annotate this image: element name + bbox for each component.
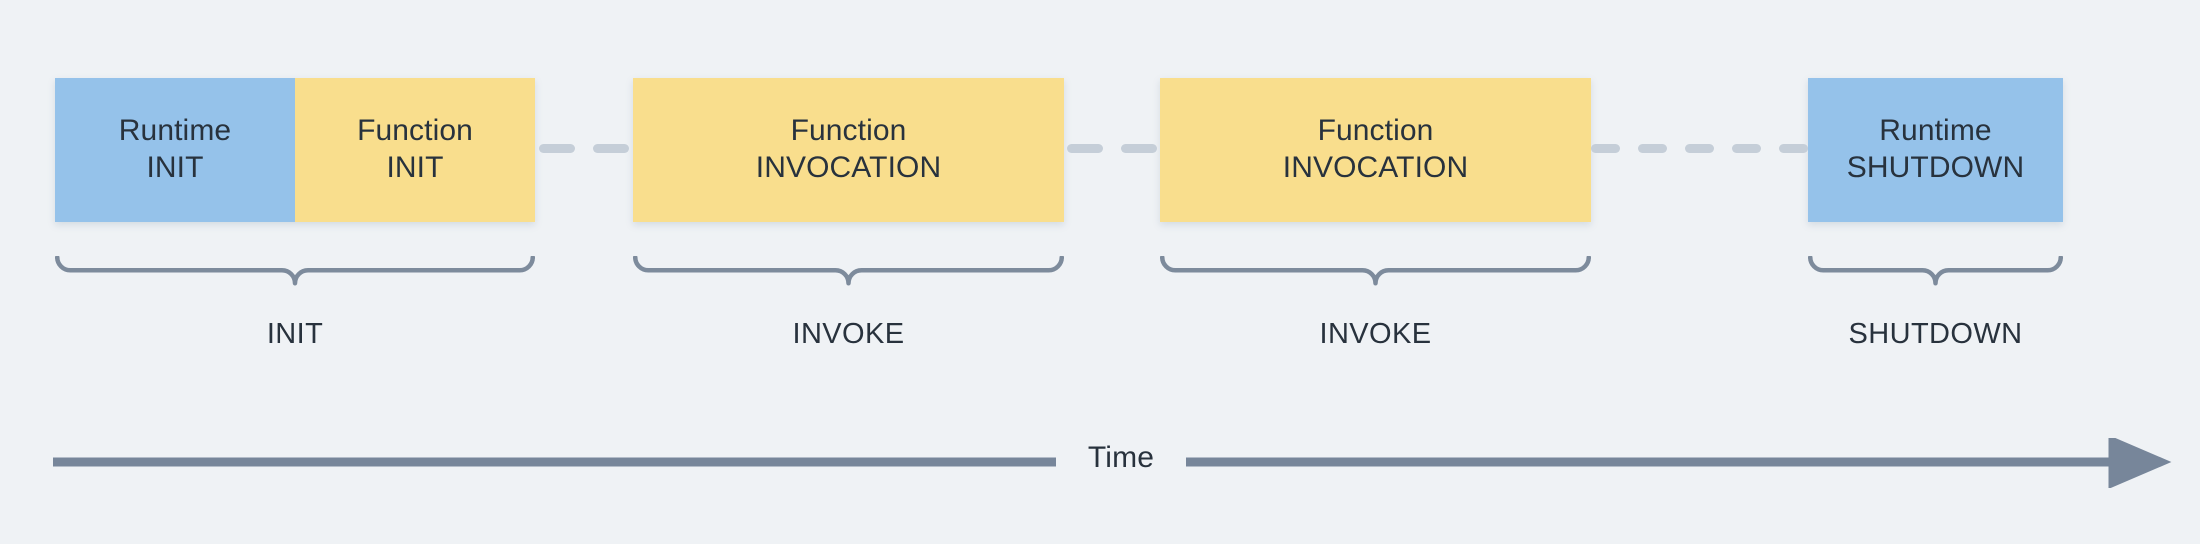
connector-1 bbox=[535, 144, 633, 153]
segment-label-primary: Function bbox=[790, 114, 907, 148]
segment-label-secondary: INVOCATION bbox=[755, 151, 942, 184]
dash-segment bbox=[1067, 144, 1103, 153]
connector-3 bbox=[1591, 144, 1808, 153]
brace-init bbox=[55, 256, 535, 300]
segment-label-secondary: INVOCATION bbox=[1282, 151, 1469, 184]
phase-label-invoke-2: INVOKE bbox=[1319, 318, 1432, 350]
dash-segment bbox=[539, 144, 575, 153]
phase-label-init: INIT bbox=[266, 318, 324, 350]
phase-label-shutdown: SHUTDOWN bbox=[1848, 318, 2023, 350]
segment-label-secondary: INIT bbox=[146, 151, 204, 184]
dash-segment bbox=[1121, 144, 1157, 153]
dash-segment bbox=[1638, 144, 1667, 153]
dash-segment bbox=[593, 144, 629, 153]
segment-label-primary: Runtime bbox=[1879, 114, 1992, 148]
brace-invoke-2 bbox=[1160, 256, 1591, 300]
dash-segment bbox=[1732, 144, 1761, 153]
time-axis bbox=[53, 438, 2172, 488]
phase-label-invoke-1: INVOKE bbox=[792, 318, 905, 350]
segment-label-primary: Function bbox=[1317, 114, 1434, 148]
dash-segment bbox=[1685, 144, 1714, 153]
time-axis-label: Time bbox=[1087, 441, 1155, 474]
segment-label-secondary: INIT bbox=[386, 151, 444, 184]
segment-label-primary: Function bbox=[357, 114, 473, 148]
dash-segment bbox=[1591, 144, 1620, 153]
segment-label-secondary: SHUTDOWN bbox=[1846, 151, 2025, 184]
connector-2 bbox=[1064, 144, 1160, 153]
brace-shutdown bbox=[1808, 256, 2063, 300]
segment-label-primary: Runtime bbox=[118, 114, 232, 148]
dash-segment bbox=[1779, 144, 1808, 153]
brace-invoke-1 bbox=[633, 256, 1064, 300]
